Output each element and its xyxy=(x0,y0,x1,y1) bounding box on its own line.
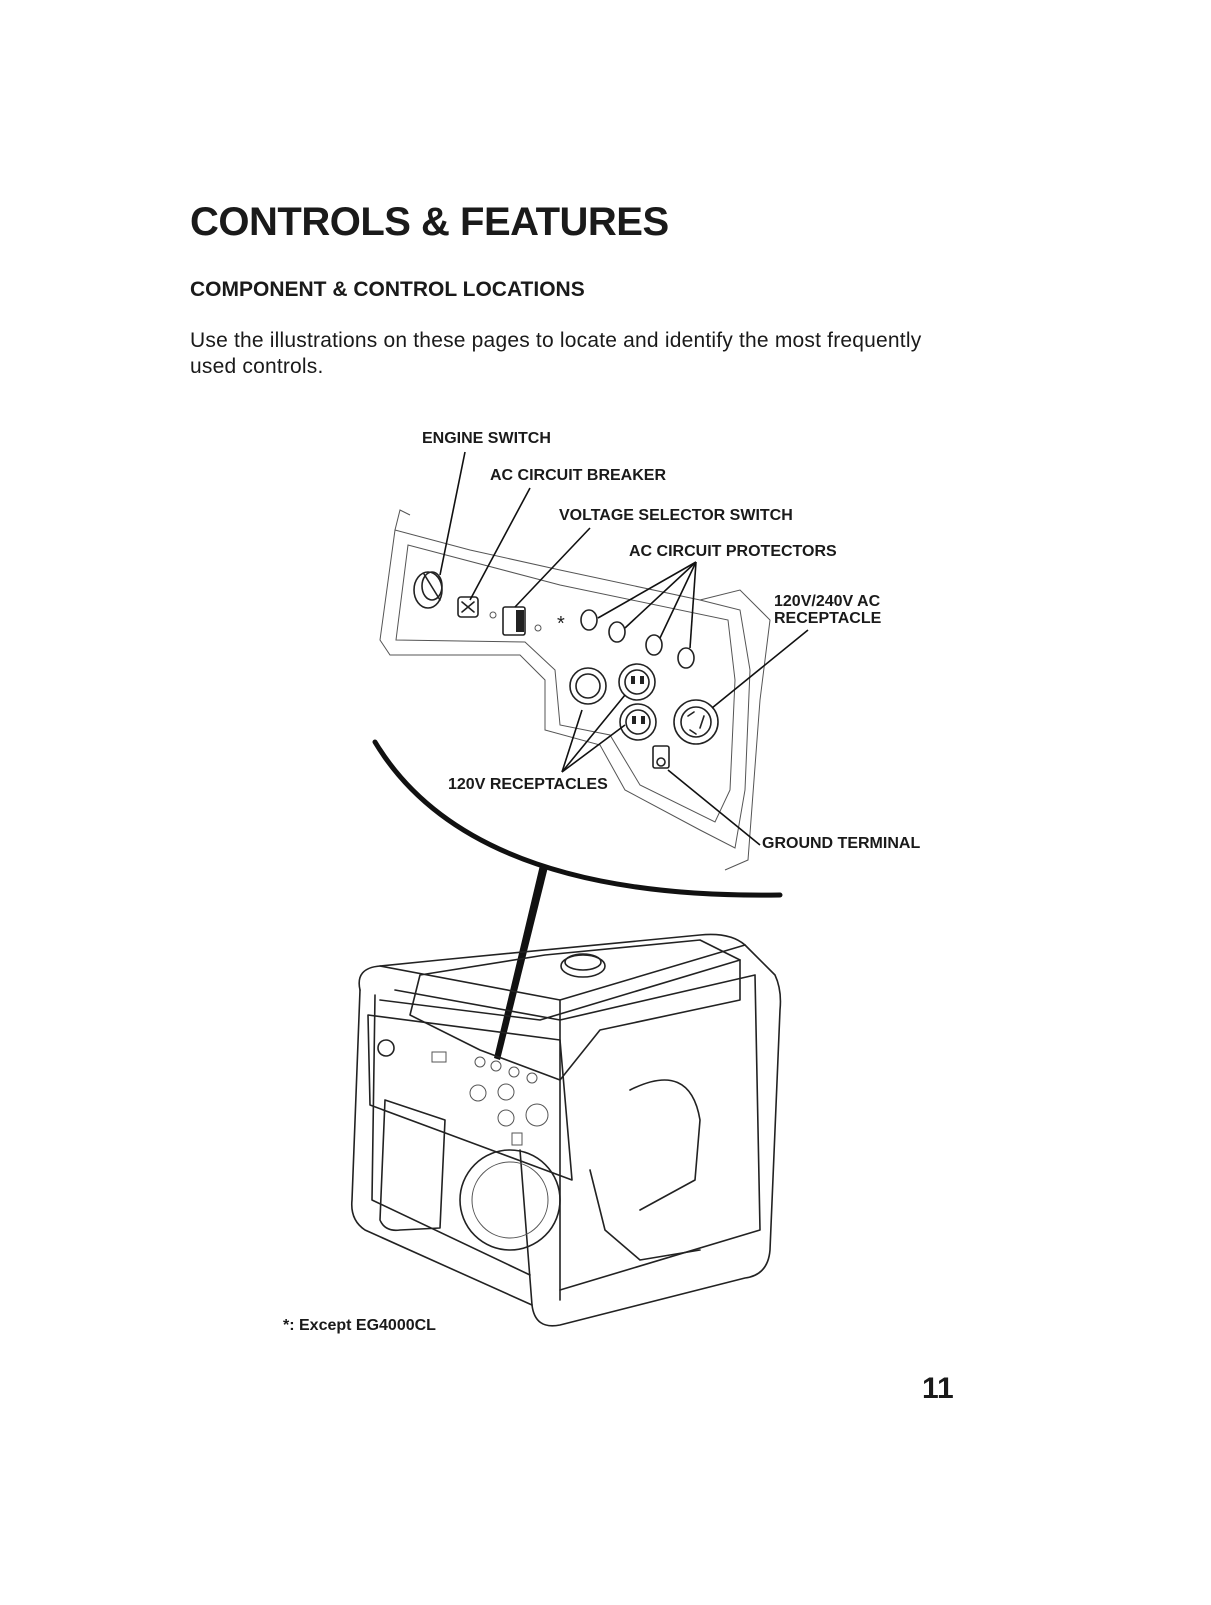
receptacle-240v-icon xyxy=(673,699,719,745)
voltage-selector-switch-icon xyxy=(489,606,542,636)
footnote: *: Except EG4000CL xyxy=(283,1317,436,1334)
label-engine-switch: ENGINE SWITCH xyxy=(422,430,551,447)
receptacle-120v-icon xyxy=(569,663,657,741)
label-120v-receptacles: 120V RECEPTACLES xyxy=(448,776,608,793)
callout-pointers xyxy=(439,451,809,846)
asterisk-marker: * xyxy=(557,613,565,635)
label-voltage-selector-switch: VOLTAGE SELECTOR SWITCH xyxy=(559,507,793,524)
ac-circuit-breaker-icon xyxy=(457,596,479,618)
control-panel-outline xyxy=(379,509,771,871)
engine-switch-icon xyxy=(413,571,443,609)
section-heading: COMPONENT & CONTROL LOCATIONS xyxy=(190,278,585,301)
intro-paragraph: Use the illustrations on these pages to … xyxy=(190,329,922,378)
label-240v-receptacle: 120V/240V AC RECEPTACLE xyxy=(774,593,882,627)
circuit-protector-icon xyxy=(580,609,695,669)
zoom-arc xyxy=(372,739,783,898)
page-title: CONTROLS & FEATURES xyxy=(190,200,669,244)
ground-terminal-icon xyxy=(652,745,670,769)
label-ac-circuit-breaker: AC CIRCUIT BREAKER xyxy=(490,467,666,484)
generator-body xyxy=(350,933,782,1327)
page-number: 11 xyxy=(922,1372,954,1405)
label-ground-terminal: GROUND TERMINAL xyxy=(762,835,921,852)
label-ac-circuit-protectors: AC CIRCUIT PROTECTORS xyxy=(629,543,837,560)
